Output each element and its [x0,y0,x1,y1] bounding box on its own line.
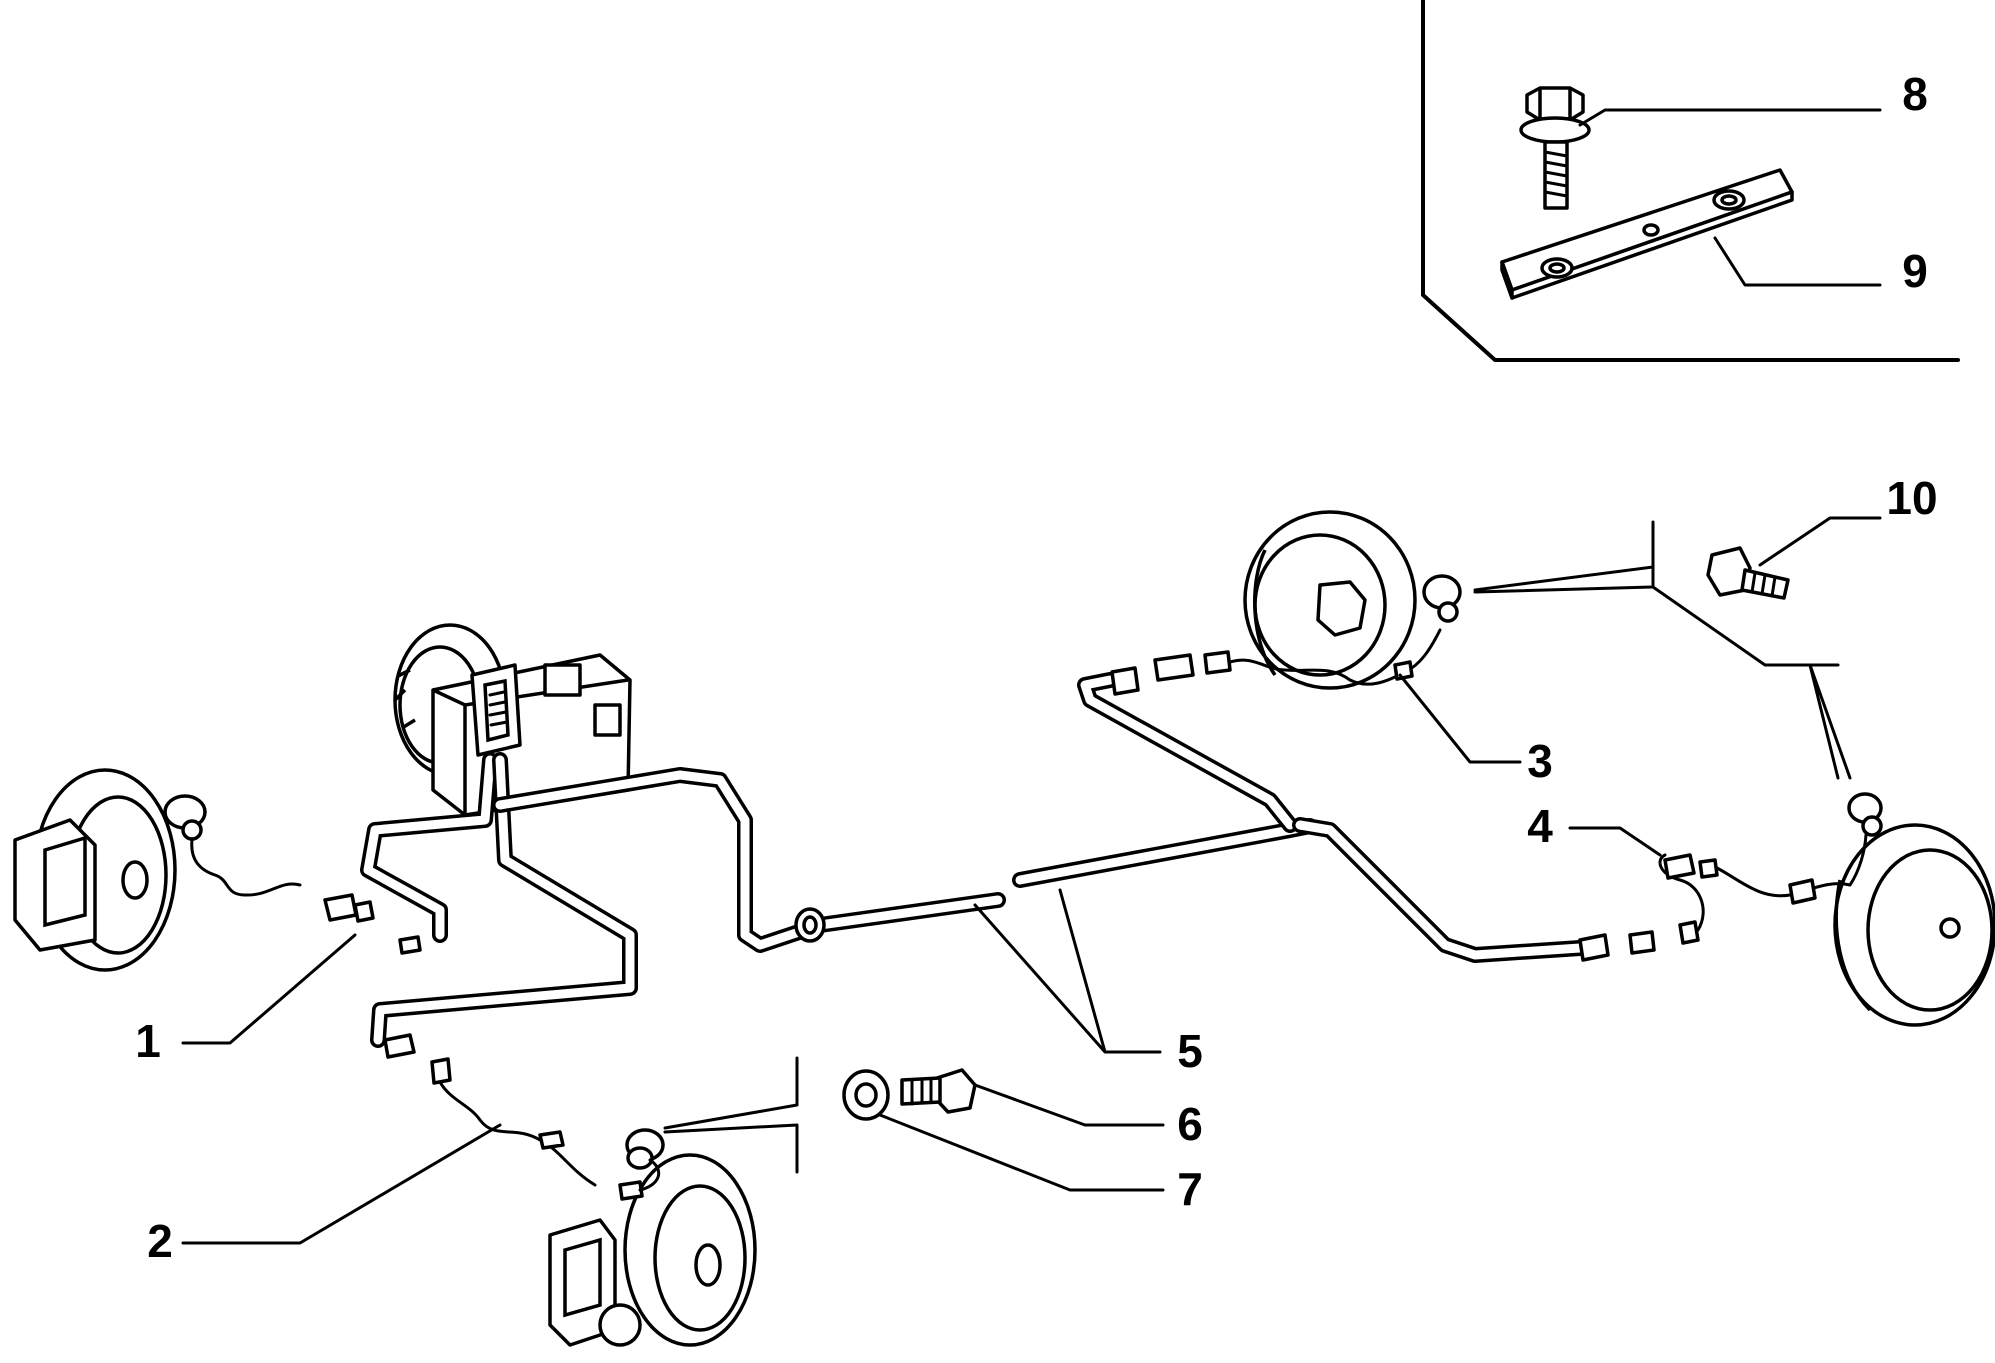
front-left-brake[interactable] [13,768,302,972]
grommet [794,907,826,943]
abs-unit[interactable] [393,623,632,817]
plate-9[interactable] [1500,168,1794,300]
callout-6: 6 [1177,1098,1203,1150]
callout-3: 3 [1527,735,1553,787]
front-right-brake[interactable] [1833,792,1995,1027]
connectors [323,628,1868,1201]
callout-4: 4 [1527,800,1553,852]
callouts: 1 2 3 4 5 6 7 8 9 10 [135,68,1937,1267]
rear-left-brake[interactable] [548,1128,757,1347]
leader-lines [181,108,1882,1245]
inset-frame [1421,0,1960,362]
callout-7: 7 [1177,1163,1203,1215]
callout-9: 9 [1902,245,1928,297]
callout-2: 2 [147,1215,173,1267]
bolt-10[interactable] [1706,546,1790,600]
callout-1: 1 [135,1015,161,1067]
callout-10: 10 [1886,472,1937,524]
rear-right-brake[interactable] [1243,510,1462,690]
callout-8: 8 [1902,68,1928,120]
callout-5: 5 [1177,1025,1203,1077]
bolt-8[interactable] [1519,86,1591,210]
bolt-6[interactable] [900,1068,977,1114]
washer-7[interactable] [842,1069,890,1121]
